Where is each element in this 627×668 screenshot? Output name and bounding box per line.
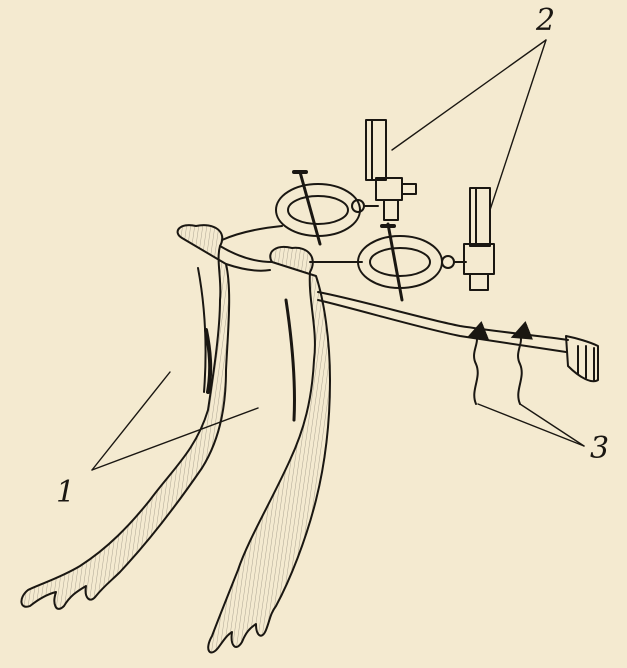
label-2: 2 xyxy=(536,6,555,36)
pelvis xyxy=(220,246,272,262)
leader-lines xyxy=(92,40,584,470)
label-3: 3 xyxy=(590,434,609,464)
clamp-upper xyxy=(276,172,378,244)
label-1: 1 xyxy=(56,478,75,508)
clamp-lower xyxy=(358,224,466,300)
electrode-lower xyxy=(464,188,494,290)
left-leg xyxy=(21,225,229,609)
sciatic-nerve xyxy=(318,292,598,381)
